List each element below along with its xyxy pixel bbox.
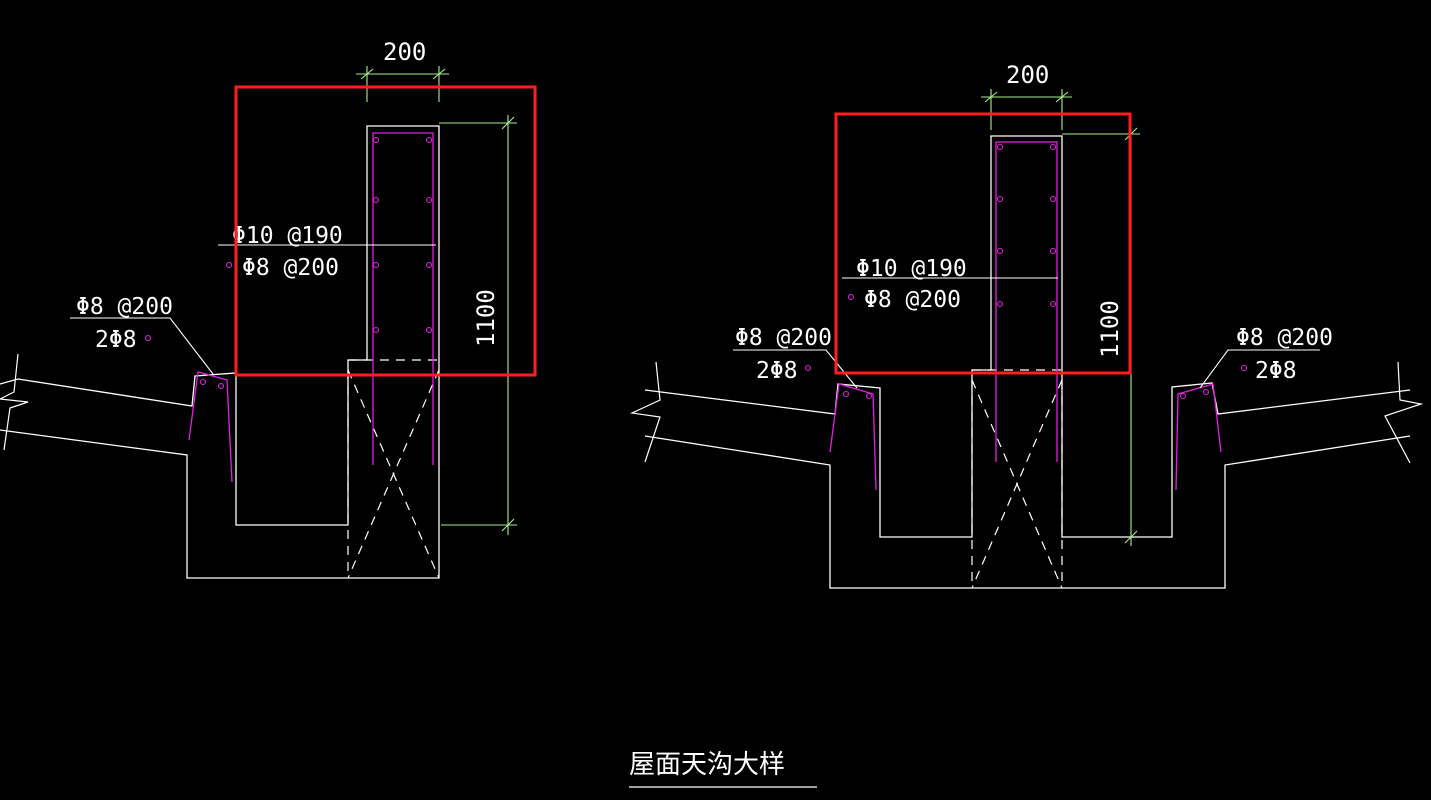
right-detail: 200 1100 Φ10 @190 Φ8 @200 Φ8 @200 2Φ8 Φ8… xyxy=(629,61,1424,589)
right-wall-rebar xyxy=(829,141,1222,491)
right-concrete-outline xyxy=(629,135,1424,589)
left-wall-vertical-rebar-label: Φ10 @190 xyxy=(232,223,343,249)
right-hidden-beam xyxy=(971,369,1063,589)
left-highlight-box xyxy=(234,85,537,377)
left-wall-rebar xyxy=(188,132,434,483)
left-leaders xyxy=(70,244,436,375)
right-wall-horizontal-rebar-label: Φ8 @200 xyxy=(864,287,961,313)
left-height-dimension: 1100 xyxy=(472,289,500,347)
right-wall-vertical-rebar-label: Φ10 @190 xyxy=(856,256,967,282)
left-gutter-stirrup-label: Φ8 @200 xyxy=(76,294,173,320)
left-width-dimension: 200 xyxy=(383,38,426,66)
left-detail: 200 1100 Φ10 @190 Φ8 @200 Φ8 @200 2Φ8 xyxy=(0,38,537,579)
drawing-title: 屋面天沟大样 xyxy=(629,750,817,788)
left-hidden-beam xyxy=(347,359,440,579)
drawing-title-text: 屋面天沟大样 xyxy=(629,750,785,780)
left-wall-horizontal-rebar-label: Φ8 @200 xyxy=(242,255,339,281)
right-right-gutter-long-rebar-label: 2Φ8 xyxy=(1255,358,1297,384)
right-leaders xyxy=(733,277,1320,389)
left-dimensions xyxy=(356,66,517,535)
right-left-gutter-long-rebar-label: 2Φ8 xyxy=(756,358,798,384)
left-rebar-dots xyxy=(144,136,433,390)
right-height-dimension: 1100 xyxy=(1096,300,1124,358)
right-width-dimension: 200 xyxy=(1006,61,1049,89)
right-right-gutter-stirrup-label: Φ8 @200 xyxy=(1236,325,1333,351)
right-rebar-dots xyxy=(804,143,1248,400)
right-left-gutter-stirrup-label: Φ8 @200 xyxy=(735,325,832,351)
right-highlight-box xyxy=(834,112,1132,375)
left-gutter-long-rebar-label: 2Φ8 xyxy=(95,327,137,353)
